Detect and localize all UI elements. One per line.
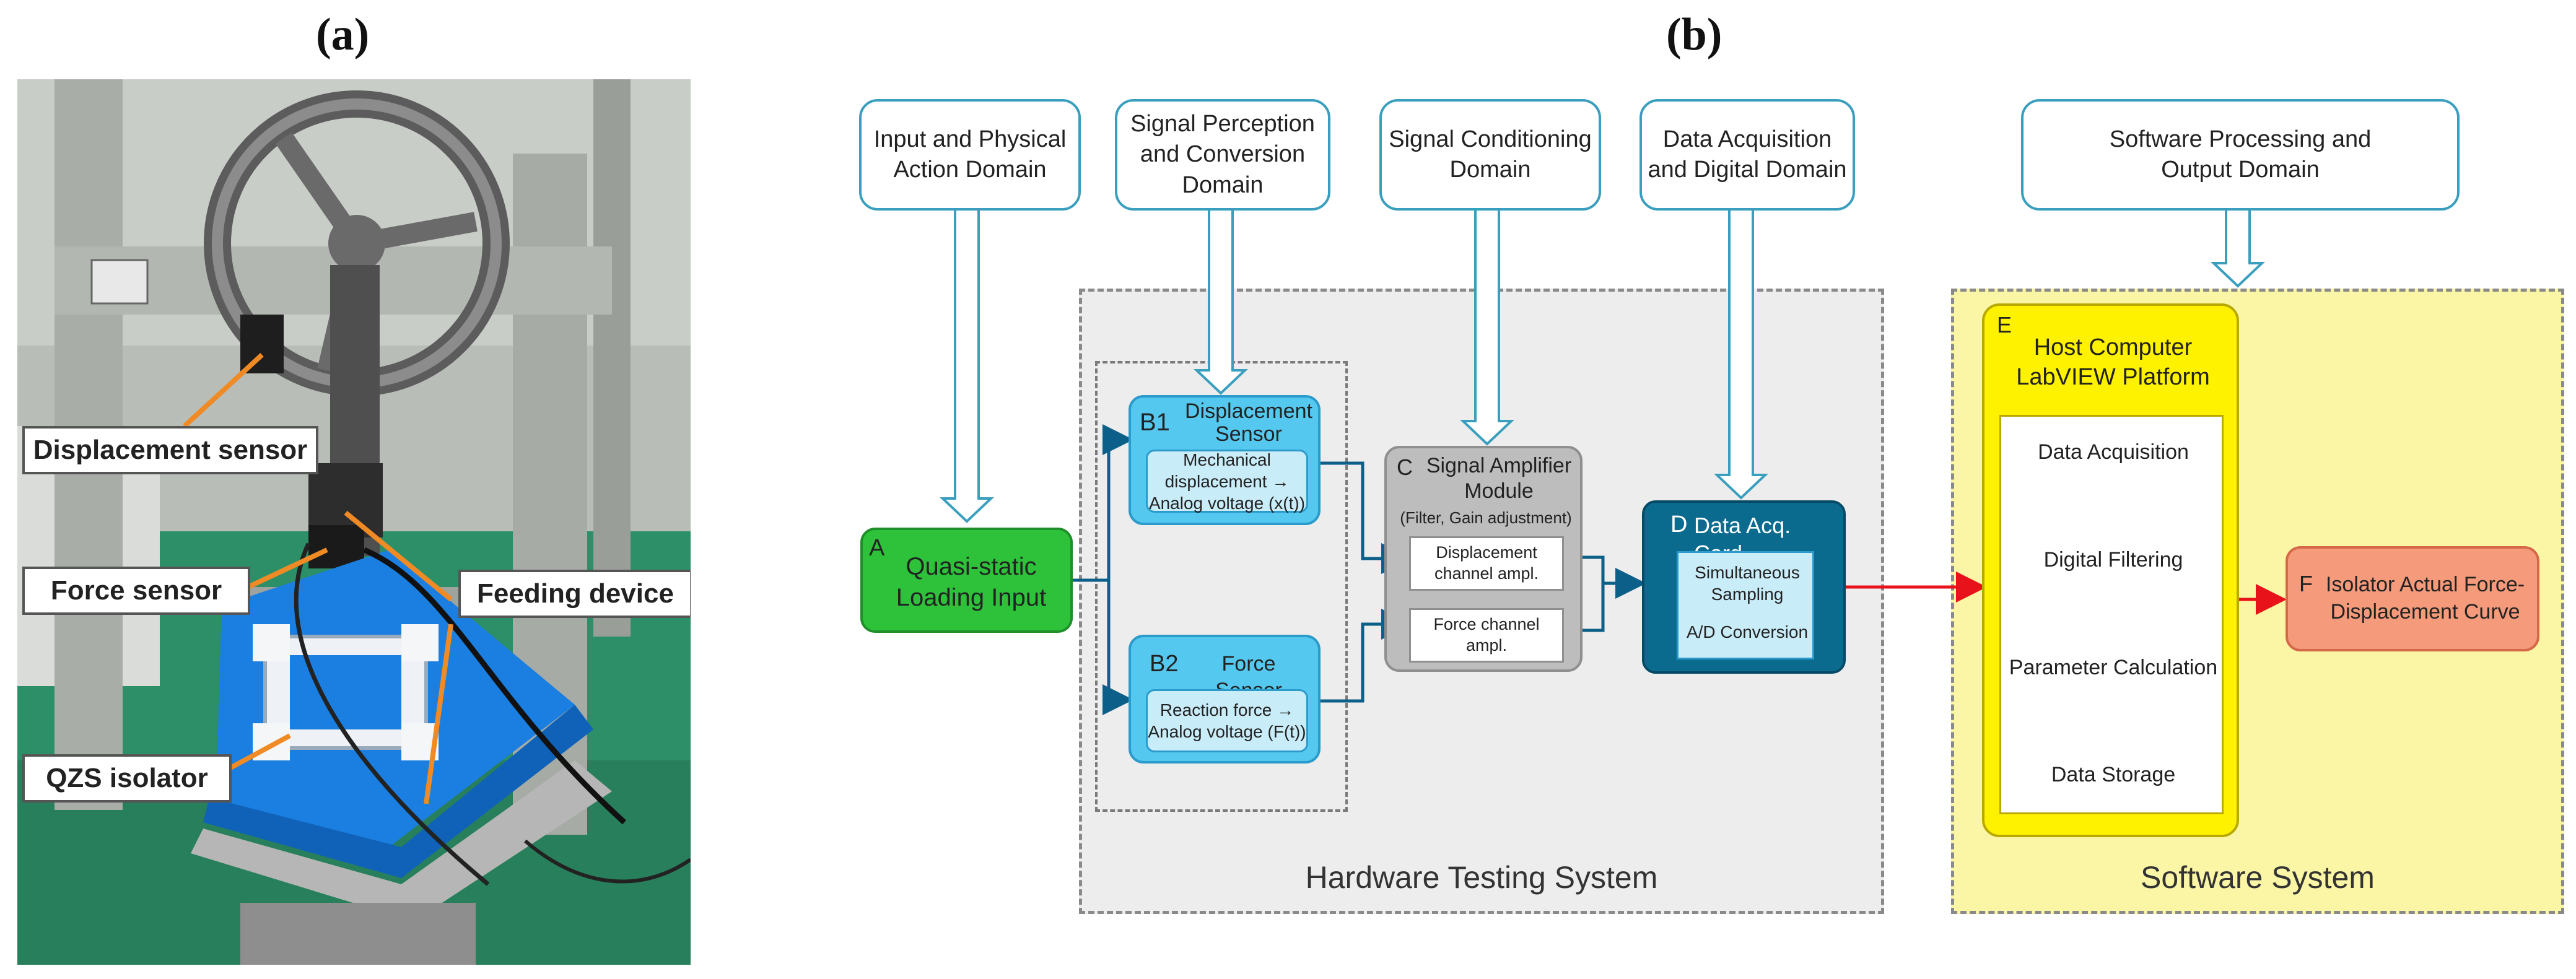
node-c: C Signal Amplifier Module (Filter, Gain … xyxy=(1384,446,1583,672)
photo-label-qzs-isolator: QZS isolator xyxy=(22,754,232,803)
node-f: F Isolator Actual Force-Displacement Cur… xyxy=(2286,546,2539,651)
node-a: A Quasi-static Loading Input xyxy=(860,528,1073,633)
node-c-displacement-channel: Displacement channel ampl. xyxy=(1409,536,1564,591)
node-c-title: Signal Amplifier Module xyxy=(1426,454,1572,503)
domain-arrow-conditioning xyxy=(1459,203,1515,446)
node-b2-tag: B2 xyxy=(1150,651,1179,677)
node-c-tag: C xyxy=(1397,455,1413,480)
domain-arrow-software xyxy=(2210,203,2266,288)
node-f-text: Isolator Actual Force-Displacement Curve xyxy=(2325,573,2525,624)
process-step-digital-filtering: Digital Filtering xyxy=(2043,548,2183,572)
process-step-data-acquisition: Data Acquisition xyxy=(2038,440,2189,464)
domain-arrows xyxy=(939,203,2266,523)
process-step-parameter-calculation: Parameter Calculation xyxy=(2009,656,2218,679)
domain-signal-conditioning-label: Signal Conditioning Domain xyxy=(1389,126,1592,183)
node-c-subtitle: (Filter, Gain adjustment) xyxy=(1400,508,1572,527)
hardware-region-title: Hardware Testing System xyxy=(1305,860,1658,895)
software-region-title: Software System xyxy=(2141,860,2375,895)
photo-label-feeding-device: Feeding device xyxy=(458,570,691,618)
node-b1: B1 Displacement Sensor Mechanical displa… xyxy=(1129,395,1321,525)
node-d-tag: D xyxy=(1670,511,1688,537)
node-d: D Data Acq. Card Simultaneous Sampling A… xyxy=(1642,500,1846,674)
photo-label-force-sensor: Force sensor xyxy=(22,567,250,615)
node-b1-title: Displacement Sensor xyxy=(1185,399,1312,446)
node-d-conversion: A/D Conversion xyxy=(1686,622,1809,642)
domain-arrow-input xyxy=(939,203,995,523)
process-step-data-storage: Data Storage xyxy=(2051,763,2176,786)
test-rig-photo: Displacement sensor Force sensor Feeding… xyxy=(17,79,691,965)
node-a-tag: A xyxy=(869,535,885,561)
panel-label-b: (b) xyxy=(1666,9,1722,60)
node-a-text: Quasi-static Loading Input xyxy=(896,553,1047,611)
domain-signal-perception: Signal Perception and Conversion Domain xyxy=(1115,99,1330,211)
node-c-force-channel: Force channel ampl. xyxy=(1409,608,1564,663)
node-b2-inner: Reaction force → Analog voltage (F(t)) xyxy=(1146,689,1308,752)
domain-data-acquisition: Data Acquisition and Digital Domain xyxy=(1639,99,1855,211)
node-e-title: Host Computer LabVIEW Platform xyxy=(2016,334,2210,390)
node-b2: B2 Force Sensor Reaction force → Analog … xyxy=(1129,635,1321,764)
domain-arrow-acquisition xyxy=(1713,203,1769,500)
domain-data-acquisition-label: Data Acquisition and Digital Domain xyxy=(1648,126,1847,183)
node-e-process-box: Data Acquisition Digital Filtering Param… xyxy=(1999,415,2224,814)
node-f-tag: F xyxy=(2299,571,2313,596)
domain-signal-conditioning: Signal Conditioning Domain xyxy=(1379,99,1601,211)
panel-label-a: (a) xyxy=(316,9,370,60)
node-d-inner: Simultaneous Sampling A/D Conversion xyxy=(1677,551,1814,659)
node-d-sampling: Simultaneous Sampling xyxy=(1695,563,1800,604)
domain-arrow-perception xyxy=(1193,203,1249,395)
domain-software: Software Processing and Output Domain xyxy=(2021,99,2460,211)
node-e: E Host Computer LabVIEW Platform Data Ac… xyxy=(1982,303,2239,837)
node-b1-inner: Mechanical displacement → Analog voltage… xyxy=(1146,450,1308,513)
domain-signal-perception-label: Signal Perception and Conversion Domain xyxy=(1130,110,1315,198)
domain-input: Input and Physical Action Domain xyxy=(859,99,1081,211)
domain-software-label: Software Processing and Output Domain xyxy=(2109,126,2372,183)
node-b1-tag: B1 xyxy=(1140,409,1170,436)
node-e-tag: E xyxy=(1997,312,2012,337)
domain-input-label: Input and Physical Action Domain xyxy=(873,126,1067,183)
photo-label-displacement-sensor: Displacement sensor xyxy=(22,426,318,474)
